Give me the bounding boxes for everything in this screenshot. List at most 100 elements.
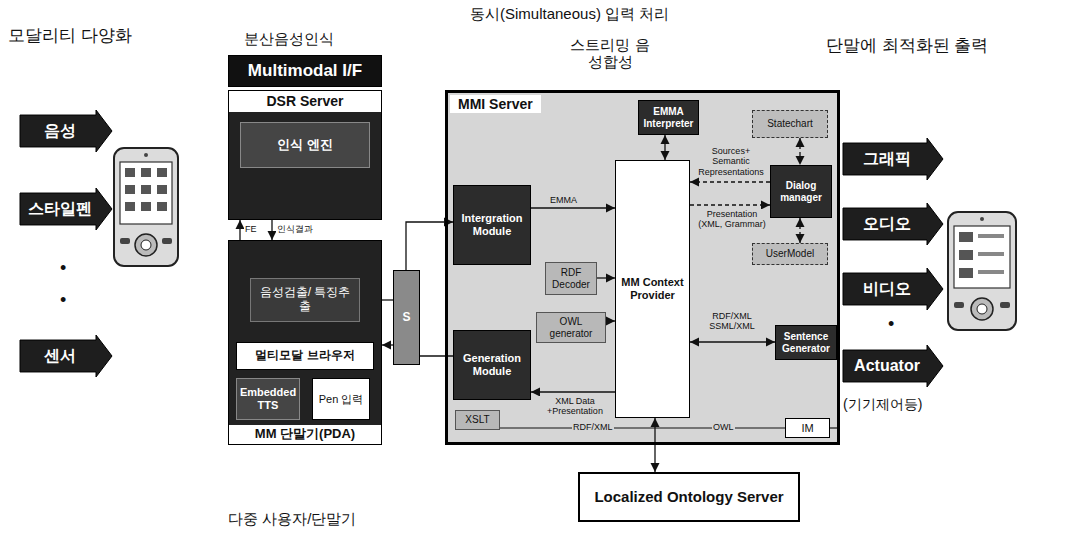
node-text: Embedded TTS bbox=[240, 386, 296, 411]
arrow-outline bbox=[20, 188, 112, 230]
node-text: Statechart bbox=[767, 118, 813, 130]
section-heading: 분산음성인식 bbox=[244, 30, 334, 47]
pda-icon bbox=[141, 168, 151, 177]
pda-screen bbox=[954, 226, 1010, 288]
node-text: MMI Server bbox=[450, 95, 541, 113]
engine-box: 인식 엔진 bbox=[240, 122, 370, 168]
sync-box: S bbox=[393, 270, 420, 365]
pda-button bbox=[120, 238, 130, 244]
output-arrow: 오디오 bbox=[843, 203, 943, 245]
node-text: MM 단말기(PDA) bbox=[229, 425, 381, 444]
section-heading: 다중 사용자/단말기 bbox=[228, 510, 356, 527]
connector bbox=[690, 341, 775, 342]
pda-icon bbox=[157, 168, 167, 177]
server-box: MMI ServerEMMA InterpreterStatechartInte… bbox=[445, 90, 840, 445]
pda-led bbox=[980, 217, 984, 221]
pda-icon bbox=[141, 185, 151, 194]
connector bbox=[382, 344, 393, 345]
node-text: Actuator bbox=[854, 357, 920, 375]
pda-icon bbox=[141, 202, 151, 211]
interface-bar: Multimodal I/F bbox=[228, 55, 382, 87]
connector bbox=[606, 320, 615, 321]
module-box: UserModel bbox=[752, 243, 828, 265]
module-box: Generation Module bbox=[453, 330, 531, 400]
connector bbox=[239, 220, 240, 240]
module-box: IM bbox=[785, 418, 830, 438]
node-text: 음성 bbox=[44, 122, 76, 140]
pda-icon bbox=[125, 185, 135, 194]
module-box: XSLT bbox=[455, 410, 500, 430]
pda-screen bbox=[120, 162, 172, 224]
edge-label: RDF/XML SSML/XML bbox=[700, 311, 764, 332]
connector bbox=[664, 135, 665, 160]
node-text: 인식 엔진 bbox=[277, 138, 333, 153]
im-link-line bbox=[830, 427, 838, 428]
container-fill bbox=[228, 90, 382, 220]
node-text: RDF Decoder bbox=[549, 267, 593, 290]
module-box: Sentence Generator bbox=[775, 325, 837, 360]
node-text: OWL generator bbox=[540, 316, 602, 339]
input-modality-arrow: 스타일펜 bbox=[20, 188, 112, 230]
arrow-outline bbox=[843, 345, 943, 387]
pda-icon bbox=[978, 270, 1004, 274]
process-box: 음성검출/ 특징추출 bbox=[250, 278, 360, 322]
node-text: UserModel bbox=[766, 248, 814, 260]
node-text: Multimodal I/F bbox=[248, 61, 362, 81]
container-fill bbox=[228, 240, 382, 445]
input-modality-arrow: 음성 bbox=[20, 110, 112, 152]
node-text: Intergration Module bbox=[457, 212, 527, 237]
pda-illustration bbox=[114, 148, 178, 266]
arrow-outline bbox=[843, 203, 943, 245]
ellipsis-dot: • bbox=[888, 314, 894, 335]
node-text: 비디오 bbox=[863, 280, 911, 298]
edge-label: Presentation (XML, Grammar) bbox=[694, 209, 770, 230]
terminal-box: MM 단말기(PDA) 음성검출/ 특징추출멀티모달 브라우저 Embedded T… bbox=[228, 240, 382, 445]
node-text: 오디오 bbox=[863, 215, 911, 233]
node-text: 그래픽 bbox=[863, 150, 911, 168]
pda-button bbox=[1000, 302, 1010, 308]
connector bbox=[531, 391, 615, 392]
module-box: Dialog manager bbox=[770, 165, 832, 218]
pda-dpad-center bbox=[141, 240, 151, 250]
arrow-outline bbox=[843, 268, 943, 310]
pda-icon bbox=[978, 252, 1004, 256]
edge-label: Sources+ Semantic Representations bbox=[694, 146, 768, 177]
node-text: 스타일펜 bbox=[28, 200, 92, 218]
arrow-outline bbox=[843, 138, 943, 180]
ellipsis-dot: • bbox=[60, 290, 66, 311]
node-text: 멀티모달 브라우저 bbox=[255, 349, 354, 363]
node-text: EMMA Interpreter bbox=[642, 106, 695, 129]
line-label: RDF/XML bbox=[572, 422, 614, 432]
node-text: MM Context Provider bbox=[619, 276, 686, 301]
pda-icon bbox=[157, 202, 167, 211]
output-arrow: 비디오 bbox=[843, 268, 943, 310]
connector bbox=[531, 207, 615, 208]
node-text: Dialog manager bbox=[774, 180, 828, 203]
node-text: IM bbox=[801, 422, 813, 435]
module-box: EMMA Interpreter bbox=[638, 100, 699, 135]
pda-icon bbox=[959, 250, 973, 260]
connector bbox=[654, 418, 655, 472]
pda-led bbox=[144, 153, 148, 157]
edge-label: EMMA bbox=[549, 195, 578, 205]
process-box: Pen 입력 bbox=[312, 378, 370, 420]
node-text: XSLT bbox=[465, 414, 489, 426]
node-text: S bbox=[402, 311, 410, 325]
pda-dpad bbox=[971, 298, 993, 320]
pda-icon bbox=[959, 232, 973, 242]
connector bbox=[271, 220, 272, 240]
node-text: 음성검출/ 특징추출 bbox=[254, 286, 356, 314]
section-heading: 모달리티 다양화 bbox=[8, 26, 132, 46]
pda-dpad bbox=[135, 234, 157, 256]
module-box: RDF Decoder bbox=[545, 262, 597, 295]
edge-label: 인식결과 bbox=[276, 224, 314, 234]
process-box: Embedded TTS bbox=[236, 378, 300, 420]
server-box: DSR Server인식 엔진 bbox=[228, 90, 382, 220]
container-fill bbox=[445, 90, 840, 445]
browser-box: 멀티모달 브라우저 bbox=[236, 342, 374, 370]
input-modality-arrow: 센서 bbox=[20, 335, 112, 377]
pda-body bbox=[948, 212, 1016, 330]
arrow-outline bbox=[20, 335, 112, 377]
ontology-bus-line bbox=[500, 427, 785, 428]
